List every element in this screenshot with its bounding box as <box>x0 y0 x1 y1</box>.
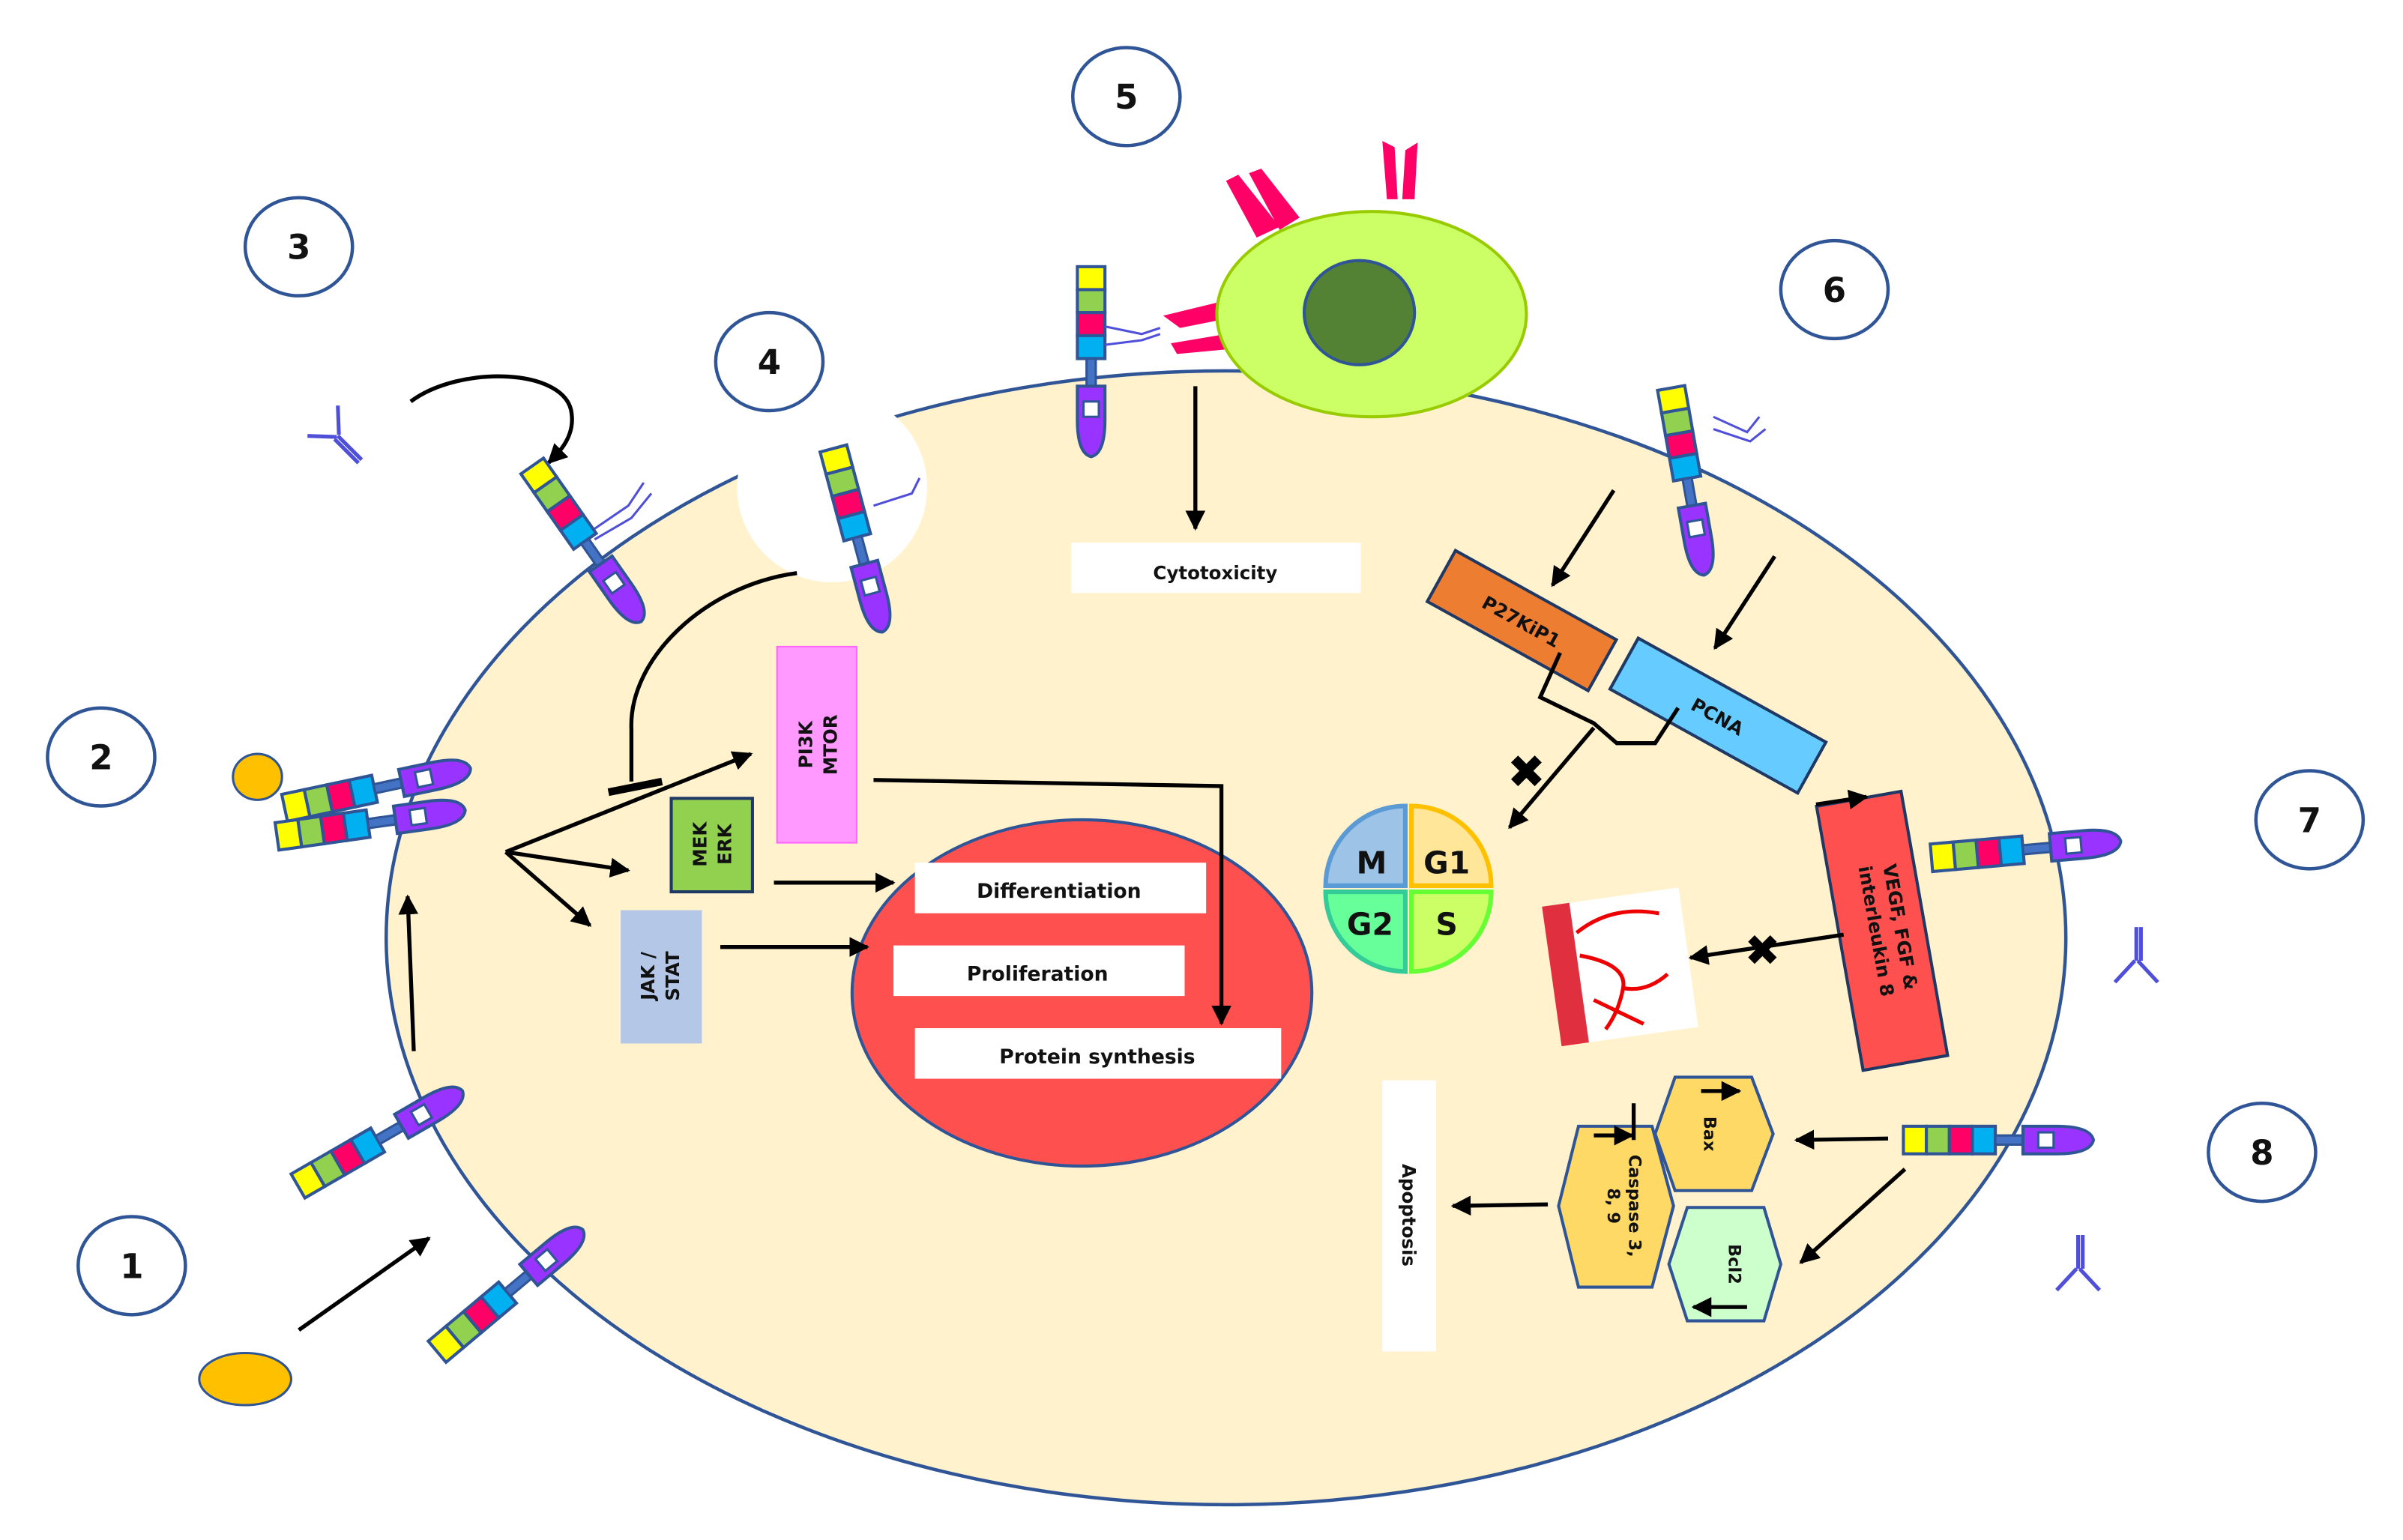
blood-vessel-icon <box>1542 887 1698 1047</box>
step-marker-4: 4 <box>716 312 823 411</box>
svg-text:8, 9: 8, 9 <box>1603 1188 1623 1224</box>
antibody-free <box>307 405 377 475</box>
svg-text:Caspase 3,: Caspase 3, <box>1624 1155 1644 1257</box>
cell-cycle-wheel: M G1 G2 S <box>1323 803 1494 974</box>
outcome-protein-synthesis: Protein synthesis <box>914 1028 1282 1079</box>
caspase-hexagon: Caspase 3, 8, 9 <box>1557 1124 1675 1289</box>
svg-text:7: 7 <box>2298 800 2321 840</box>
svg-text:MEK: MEK <box>690 821 711 867</box>
svg-text:STAT: STAT <box>662 951 684 1001</box>
svg-text:2: 2 <box>89 737 112 777</box>
nk-cell <box>1163 141 1528 419</box>
bcl2-hexagon: Bcl2 <box>1667 1206 1783 1323</box>
step-marker-6: 6 <box>1781 241 1888 339</box>
svg-text:1: 1 <box>120 1246 143 1286</box>
receptor-adcc <box>1077 267 1105 457</box>
inhibition-bar <box>607 777 663 797</box>
pcna-box: PCNA <box>1608 635 1828 796</box>
outcome-proliferation: Proliferation <box>893 945 1185 997</box>
svg-text:MTOR: MTOR <box>819 714 841 775</box>
svg-text:M: M <box>1357 845 1387 881</box>
svg-text:Apoptosis: Apoptosis <box>1398 1164 1420 1266</box>
block-mark: ✖ <box>1744 925 1780 976</box>
step-marker-8: 8 <box>2208 1103 2315 1201</box>
mek-erk-box: MEK ERK <box>669 797 754 894</box>
svg-text:Bcl2: Bcl2 <box>1724 1244 1743 1284</box>
receptor-antibody-bound <box>521 458 653 629</box>
svg-text:Proliferation: Proliferation <box>967 963 1109 986</box>
antibody-bound-8 <box>2057 1235 2099 1290</box>
svg-text:PI3K: PI3K <box>795 720 817 768</box>
svg-text:Protein synthesis: Protein synthesis <box>999 1045 1195 1069</box>
receptor-dimer <box>232 752 474 850</box>
pi3k-mtor-box: PI3K MTOR <box>776 645 857 844</box>
step-marker-3: 3 <box>245 198 352 296</box>
receptor-cell-cycle <box>1657 386 1767 578</box>
svg-text:3: 3 <box>287 228 310 268</box>
svg-text:4: 4 <box>758 342 781 382</box>
svg-text:Differentiation: Differentiation <box>977 880 1142 903</box>
outcome-differentiation: Differentiation <box>914 863 1207 914</box>
svg-text:G1: G1 <box>1423 845 1470 881</box>
bax-hexagon: Bax <box>1653 1075 1775 1192</box>
step-marker-5: 5 <box>1073 47 1180 145</box>
svg-text:ERK: ERK <box>714 823 735 865</box>
cytotoxicity-label: Cytotoxicity <box>1071 542 1361 594</box>
svg-text:S: S <box>1435 906 1457 942</box>
svg-text:Cytotoxicity: Cytotoxicity <box>1153 562 1277 584</box>
svg-text:8: 8 <box>2250 1133 2273 1173</box>
svg-text:6: 6 <box>1823 271 1846 310</box>
block-mark: ✖ <box>1507 746 1546 799</box>
svg-text:5: 5 <box>1115 77 1138 117</box>
svg-text:JAK /: JAK / <box>637 952 659 1002</box>
step-marker-1: 1 <box>78 1217 185 1315</box>
antibody-bound-7 <box>2115 927 2158 982</box>
jak-stat-box: JAK / STAT <box>621 910 702 1044</box>
svg-text:Bax: Bax <box>1700 1117 1719 1152</box>
ligand <box>198 1351 293 1407</box>
step-marker-2: 2 <box>47 708 154 806</box>
apoptosis-label: Apoptosis <box>1382 1080 1436 1352</box>
step-marker-7: 7 <box>2256 771 2363 869</box>
svg-text:G2: G2 <box>1347 906 1393 942</box>
